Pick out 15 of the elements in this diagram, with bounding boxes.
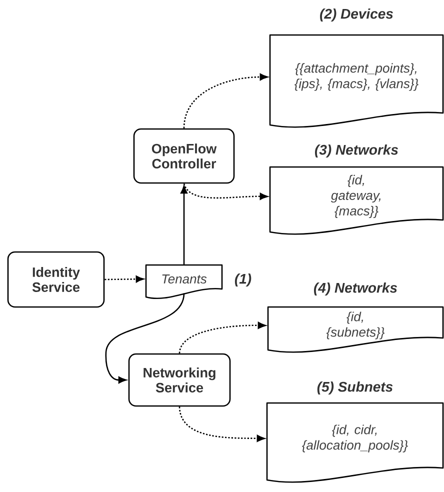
arrow — [104, 276, 144, 283]
step-number: (1) — [234, 273, 252, 287]
document-heading: (3) Networks — [315, 144, 398, 158]
document-heading: (2) Devices — [320, 8, 393, 22]
document-heading: (5) Subnets — [317, 381, 393, 395]
arrow — [178, 406, 265, 442]
arrow — [178, 322, 266, 354]
arrow — [105, 293, 185, 384]
process-box: OpenFlow Controller — [133, 128, 235, 184]
arrow — [183, 183, 268, 200]
process-box: Identity Service — [7, 251, 105, 308]
process-box: Networking Service — [128, 353, 231, 407]
arrow — [180, 186, 188, 265]
arrow — [183, 74, 268, 128]
document-heading: (4) Networks — [314, 282, 398, 296]
